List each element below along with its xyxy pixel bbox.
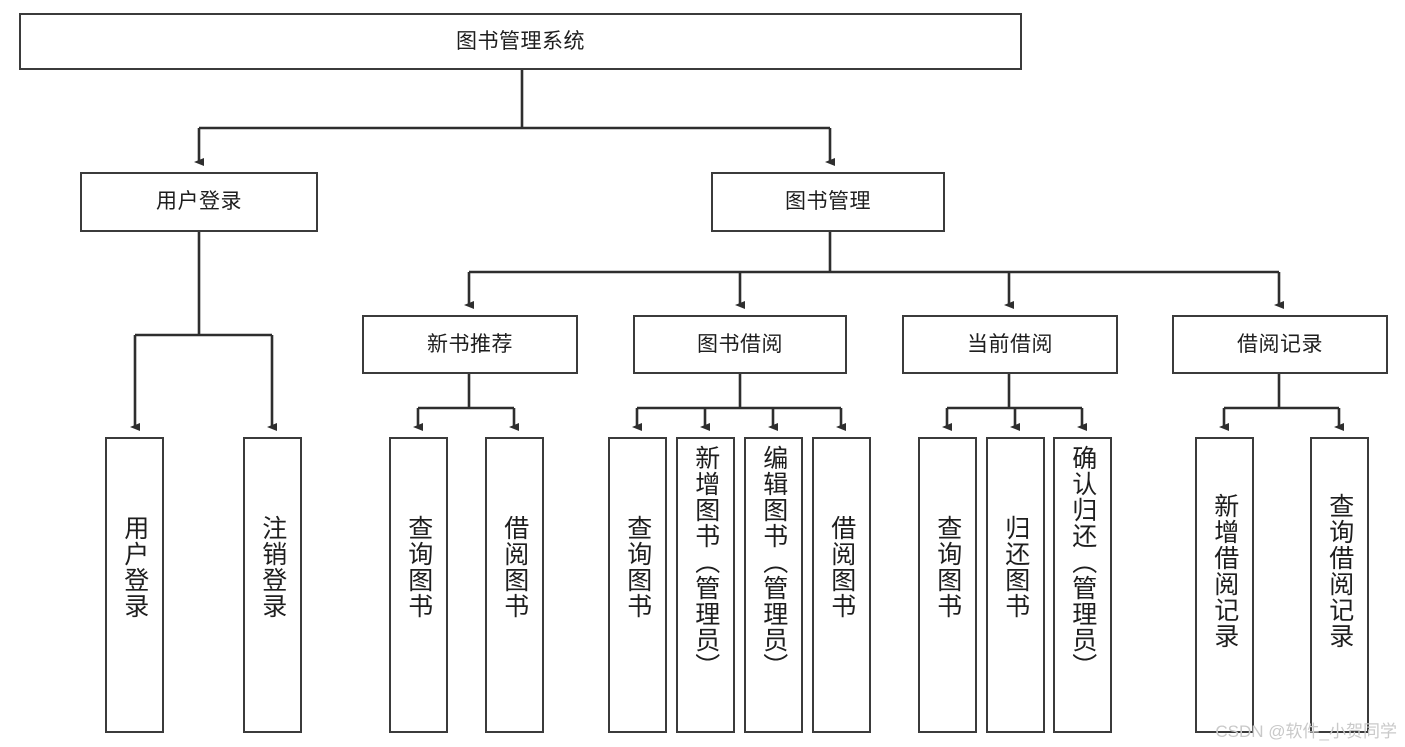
node-book-borrow-label: 图书借阅: [697, 332, 783, 356]
leaf-br-query-record-label: 查询借阅记录: [1325, 493, 1354, 649]
leaf-nbr-borrow-book[interactable]: 借阅图书: [485, 437, 544, 733]
node-book-management[interactable]: 图书管理: [711, 172, 945, 232]
node-root[interactable]: 图书管理系统: [19, 13, 1022, 70]
leaf-user-login-label: 用户登录: [120, 515, 149, 619]
leaf-bb-query-book-label: 查询图书: [623, 515, 652, 619]
node-root-label: 图书管理系统: [456, 29, 585, 53]
leaf-cb-confirm-return-admin-label: 确认归还（管理员）: [1068, 445, 1097, 679]
leaf-bb-query-book[interactable]: 查询图书: [608, 437, 667, 733]
leaf-bb-edit-book-admin-label: 编辑图书（管理员）: [759, 445, 788, 679]
node-borrow-record[interactable]: 借阅记录: [1172, 315, 1388, 374]
node-borrow-record-label: 借阅记录: [1237, 332, 1323, 356]
leaf-logout-label: 注销登录: [258, 515, 287, 619]
node-current-borrow[interactable]: 当前借阅: [902, 315, 1118, 374]
leaf-cb-return-book-label: 归还图书: [1001, 515, 1030, 619]
leaf-bb-borrow-book-label: 借阅图书: [827, 515, 856, 619]
leaf-br-query-record[interactable]: 查询借阅记录: [1310, 437, 1369, 733]
leaf-bb-borrow-book[interactable]: 借阅图书: [812, 437, 871, 733]
node-current-borrow-label: 当前借阅: [967, 332, 1053, 356]
leaf-user-login[interactable]: 用户登录: [105, 437, 164, 733]
leaf-bb-edit-book-admin[interactable]: 编辑图书（管理员）: [744, 437, 803, 733]
leaf-br-add-record-label: 新增借阅记录: [1210, 493, 1239, 649]
leaf-br-add-record[interactable]: 新增借阅记录: [1195, 437, 1254, 733]
leaf-cb-return-book[interactable]: 归还图书: [986, 437, 1045, 733]
leaf-logout[interactable]: 注销登录: [243, 437, 302, 733]
leaf-nbr-query-book[interactable]: 查询图书: [389, 437, 448, 733]
node-user-login-label: 用户登录: [156, 190, 242, 214]
leaf-cb-confirm-return-admin[interactable]: 确认归还（管理员）: [1053, 437, 1112, 733]
leaf-cb-query-book[interactable]: 查询图书: [918, 437, 977, 733]
csdn-watermark: CSDN @软件_小贺同学: [1215, 722, 1397, 741]
leaf-bb-add-book-admin[interactable]: 新增图书（管理员）: [676, 437, 735, 733]
node-new-book-recommend[interactable]: 新书推荐: [362, 315, 578, 374]
node-book-borrow[interactable]: 图书借阅: [633, 315, 847, 374]
leaf-bb-add-book-admin-label: 新增图书（管理员）: [691, 445, 720, 679]
leaf-nbr-query-book-label: 查询图书: [404, 515, 433, 619]
leaf-nbr-borrow-book-label: 借阅图书: [500, 515, 529, 619]
node-new-book-recommend-label: 新书推荐: [427, 332, 513, 356]
node-book-management-label: 图书管理: [785, 190, 871, 214]
leaf-cb-query-book-label: 查询图书: [933, 515, 962, 619]
node-user-login[interactable]: 用户登录: [80, 172, 318, 232]
